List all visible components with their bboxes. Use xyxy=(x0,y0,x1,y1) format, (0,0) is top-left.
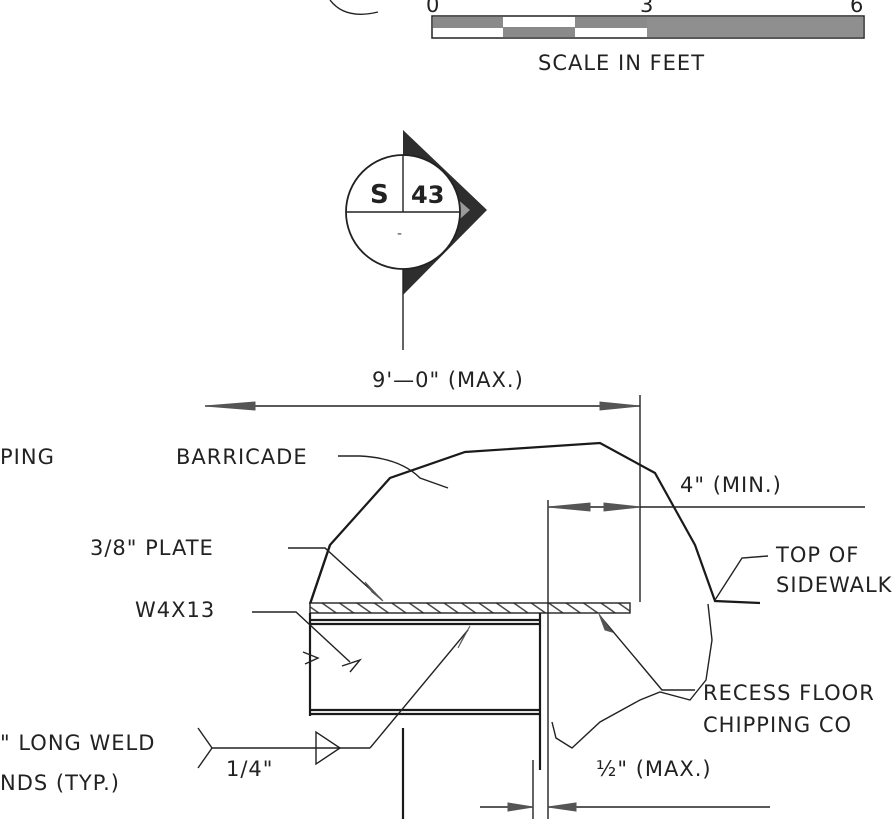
section-marker: S 43 - xyxy=(345,130,487,350)
scale-bar: 0 3 6 SCALE IN FEET xyxy=(329,0,865,75)
width-dim-arrow-right xyxy=(599,401,641,411)
label-barricade: BARRICADE xyxy=(176,445,308,469)
recess-outline xyxy=(551,603,713,749)
section-letter: S xyxy=(370,180,389,210)
scale-tick-0: 0 xyxy=(426,0,440,17)
min-dim-arrow-right xyxy=(603,502,641,512)
half-dim-arrow-right xyxy=(547,802,577,812)
label-recess-2: CHIPPING CO xyxy=(703,713,852,737)
scale-seg-3 xyxy=(575,17,647,29)
scale-seg-1 xyxy=(433,17,503,29)
label-min-dim: 4" (MIN.) xyxy=(680,473,782,497)
section-sheet-number: 43 xyxy=(411,181,444,209)
beam-leader xyxy=(252,611,351,663)
scale-seg-1b xyxy=(433,28,503,37)
label-top-of-2: SIDEWALK xyxy=(776,573,893,597)
scale-bar-title: SCALE IN FEET xyxy=(538,51,705,75)
weld-leader xyxy=(369,629,469,749)
scale-seg-4 xyxy=(647,17,863,37)
sidewalk-leader xyxy=(714,555,769,601)
barricade-outline xyxy=(308,441,761,605)
steel-plate xyxy=(309,602,631,614)
w4x13-beam xyxy=(302,500,549,819)
label-half-max: ½" (MAX.) xyxy=(596,757,712,781)
section-sub: - xyxy=(397,226,402,242)
width-dimension: 9'—0" (MAX.) xyxy=(204,368,641,602)
scale-bar-callout-arc xyxy=(329,0,379,15)
scale-seg-3b xyxy=(575,28,647,37)
annotations: PING BARRICADE 4" (MIN.) 3/8" PLATE TOP … xyxy=(0,445,893,812)
width-dim-label: 9'—0" (MAX.) xyxy=(372,368,524,392)
label-weld-2: NDS (TYP.) xyxy=(0,771,120,795)
half-dim-arrow-left xyxy=(507,802,534,812)
min-dim-arrow-left xyxy=(547,502,591,512)
label-top-of-1: TOP OF xyxy=(775,543,859,567)
weld-symbol-triangle xyxy=(315,730,342,766)
label-piping-cut: PING xyxy=(0,445,55,469)
scale-tick-3: 3 xyxy=(640,0,654,17)
label-weld-1: " LONG WELD xyxy=(0,731,155,755)
scale-seg-2b xyxy=(503,17,575,27)
recess-leader xyxy=(599,615,695,691)
barricade-leader xyxy=(338,455,449,489)
width-dim-arrow-left xyxy=(204,401,256,411)
scale-tick-6: 6 xyxy=(850,0,864,17)
label-recess-1: RECESS FLOOR xyxy=(703,681,875,705)
label-beam: W4X13 xyxy=(135,598,215,622)
break-symbol xyxy=(302,651,320,665)
weld-tail xyxy=(197,727,213,769)
label-plate: 3/8" PLATE xyxy=(90,536,214,560)
label-weld-size: 1/4" xyxy=(226,757,273,781)
plate-leader xyxy=(288,547,383,601)
scale-seg-2 xyxy=(503,27,575,37)
